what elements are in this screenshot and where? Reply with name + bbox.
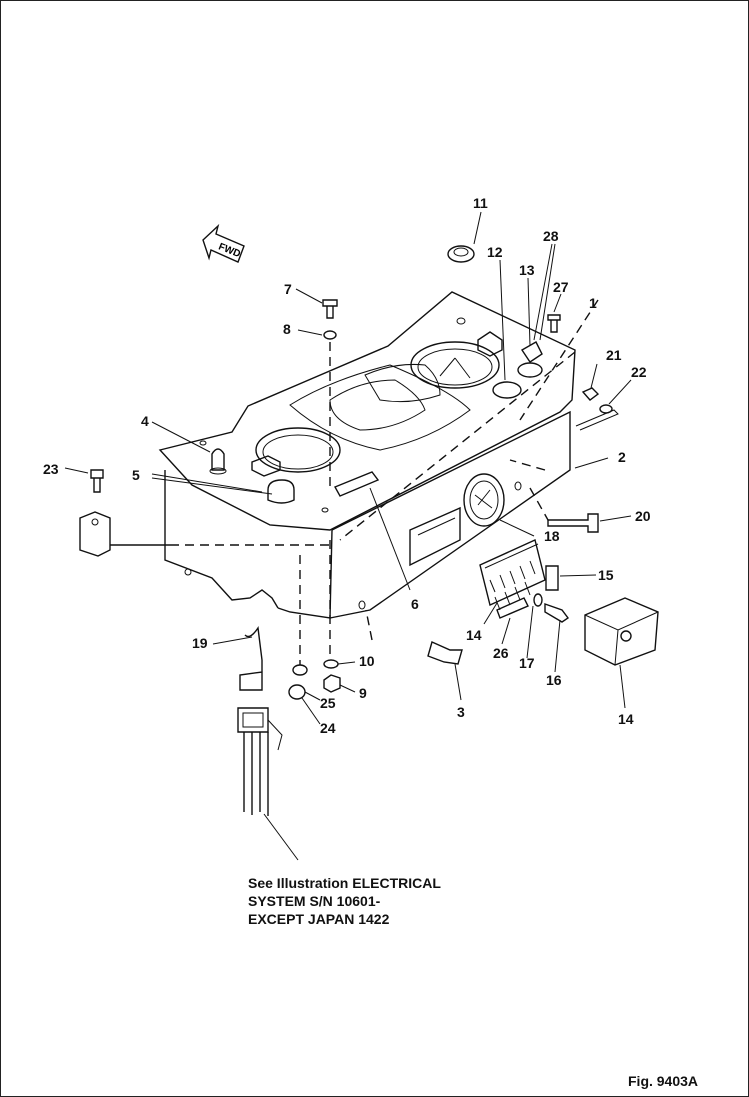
callout-15: 15 xyxy=(598,567,614,583)
callout-5: 5 xyxy=(132,467,140,483)
figure-label: Fig. 9403A xyxy=(628,1073,699,1089)
callout-10: 10 xyxy=(359,653,375,669)
gauge-18 xyxy=(463,473,505,527)
reference-note: See Illustration ELECTRICAL SYSTEM S/N 1… xyxy=(248,874,441,928)
callout-14-cover: 14 xyxy=(618,711,634,727)
callout-22: 22 xyxy=(631,364,647,380)
reference-note-line-2: SYSTEM S/N 10601- xyxy=(248,893,381,909)
callout-11: 11 xyxy=(473,195,488,211)
callout-23: 23 xyxy=(43,461,59,477)
leader-lines xyxy=(64,211,632,861)
callout-26: 26 xyxy=(493,645,509,661)
callout-20: 20 xyxy=(635,508,651,524)
callout-numbers: 11 28 12 13 27 1 21 22 2 20 18 15 14 26 … xyxy=(43,195,651,736)
callout-28: 28 xyxy=(543,228,559,244)
callout-8: 8 xyxy=(283,321,291,337)
callout-1: 1 xyxy=(589,295,597,311)
reference-note-line-3: EXCEPT JAPAN 1422 xyxy=(248,911,390,927)
callout-6: 6 xyxy=(411,596,419,612)
callout-17: 17 xyxy=(519,655,535,671)
callout-2: 2 xyxy=(618,449,626,465)
callout-18: 18 xyxy=(544,528,560,544)
callout-3: 3 xyxy=(457,704,465,720)
callout-24: 24 xyxy=(320,720,336,736)
callout-25: 25 xyxy=(320,695,336,711)
callout-9: 9 xyxy=(359,685,367,701)
callout-19: 19 xyxy=(192,635,208,651)
callout-4: 4 xyxy=(141,413,149,429)
fwd-arrow-icon: FWD xyxy=(202,223,245,263)
small-parts xyxy=(79,245,619,816)
callout-16: 16 xyxy=(546,672,562,688)
fuse-block xyxy=(479,539,546,611)
callout-12: 12 xyxy=(487,244,503,260)
callout-21: 21 xyxy=(606,347,622,363)
callout-13: 13 xyxy=(519,262,535,278)
callout-27: 27 xyxy=(553,279,569,295)
callout-14-fuse: 14 xyxy=(466,627,482,643)
callout-7: 7 xyxy=(284,281,292,297)
cover-14 xyxy=(584,597,659,666)
instrument-panel-body xyxy=(158,291,576,619)
reference-note-line-1: See Illustration ELECTRICAL xyxy=(248,875,441,891)
